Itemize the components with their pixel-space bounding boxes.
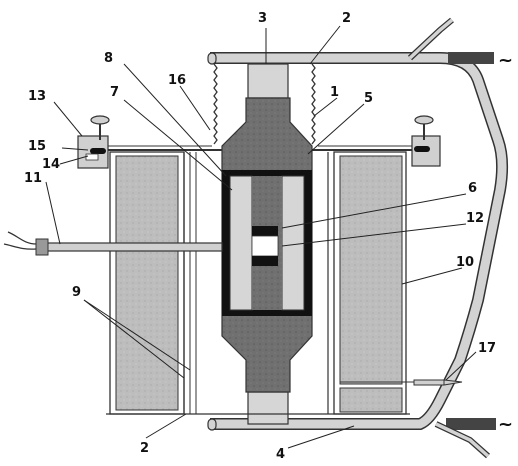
label-6: 6 bbox=[468, 181, 477, 196]
label-11: 11 bbox=[24, 171, 42, 186]
sample-chamber bbox=[251, 235, 279, 257]
thermocouple-probe bbox=[3, 231, 223, 256]
right-coil-assembly bbox=[327, 151, 407, 415]
outer-conductor-tube bbox=[207, 17, 509, 459]
label-15: 15 bbox=[28, 139, 46, 154]
label-12: 12 bbox=[466, 211, 484, 226]
bellows-seals bbox=[213, 63, 316, 145]
label-3: 3 bbox=[258, 11, 267, 26]
label-4: 4 bbox=[276, 447, 285, 462]
label-14: 14 bbox=[42, 157, 60, 172]
label-16: 16 bbox=[168, 73, 186, 88]
ac-symbol-top: ~ bbox=[498, 50, 513, 71]
sample-top-plate bbox=[252, 226, 278, 236]
label-1: 1 bbox=[330, 85, 339, 100]
label-8: 8 bbox=[104, 51, 113, 66]
label-2-top: 2 bbox=[342, 11, 351, 26]
sample-bottom-plate bbox=[252, 256, 278, 266]
label-7: 7 bbox=[110, 85, 119, 100]
ac-symbol-bottom: ~ bbox=[498, 414, 513, 435]
bottom-electrode bbox=[247, 391, 289, 425]
top-electrode bbox=[247, 63, 289, 99]
side-probe bbox=[340, 379, 463, 386]
label-5: 5 bbox=[364, 91, 373, 106]
right-clamp bbox=[411, 115, 441, 167]
inner-block-right bbox=[281, 175, 305, 311]
left-clamp bbox=[77, 115, 110, 169]
label-9: 9 bbox=[72, 285, 81, 300]
label-10: 10 bbox=[456, 255, 474, 270]
label-13: 13 bbox=[28, 89, 46, 104]
left-coil-assembly bbox=[109, 151, 197, 415]
inner-block-left bbox=[229, 175, 253, 311]
label-2-bottom: 2 bbox=[140, 441, 149, 456]
leader-lines bbox=[45, 25, 477, 449]
label-17: 17 bbox=[478, 341, 496, 356]
